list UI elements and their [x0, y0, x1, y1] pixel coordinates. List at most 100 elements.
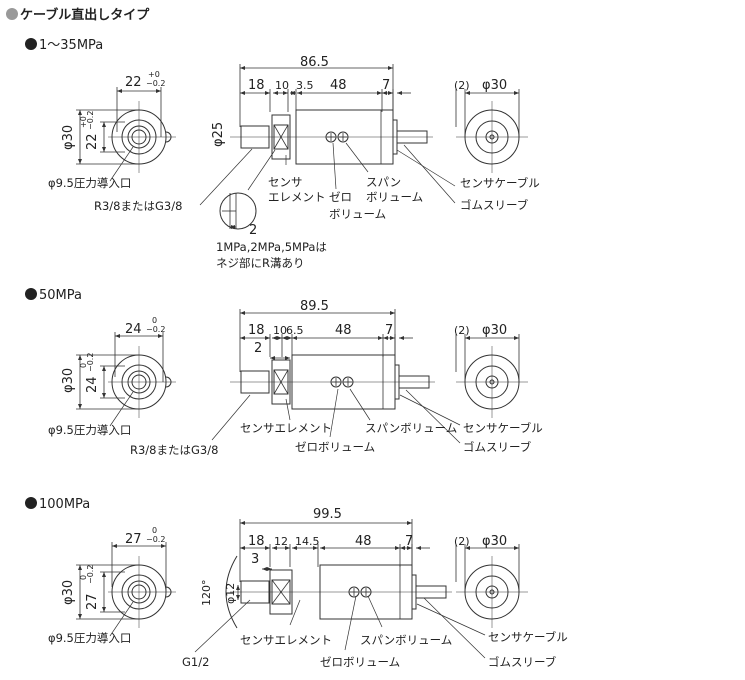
arrowhead — [78, 565, 82, 570]
arrowhead — [282, 336, 287, 340]
sensor-element-label: センサ — [268, 175, 303, 189]
arrowhead — [265, 91, 270, 95]
arrowhead — [78, 110, 82, 115]
arrowhead — [102, 607, 106, 612]
arrowhead — [240, 521, 245, 525]
zero-volume-label-2: ボリューム — [329, 207, 386, 221]
zero-volume-label: ゼロボリューム — [295, 440, 375, 454]
dim-10: 10 — [273, 324, 287, 337]
front-diameter-dim: φ30 — [61, 580, 76, 605]
front-width-dim: 24 — [125, 322, 142, 337]
arrowhead — [297, 91, 302, 95]
arrowhead — [399, 336, 404, 340]
dim-10: 10 — [275, 79, 289, 92]
r-groove-detail — [219, 192, 257, 230]
arrowhead — [102, 572, 106, 577]
arrowhead — [388, 91, 393, 95]
leader-line — [403, 144, 456, 204]
end-diameter-dim: φ30 — [482, 534, 507, 549]
leader-line — [194, 599, 251, 653]
drawing-shapes — [76, 64, 528, 659]
r-groove-note-2: ネジ部にR溝あり — [216, 256, 305, 270]
dim-48: 48 — [335, 323, 352, 338]
section-bullet-icon — [25, 288, 37, 300]
arrowhead — [407, 521, 412, 525]
step-dim: 2 — [254, 341, 262, 356]
section-bullet-icon — [25, 497, 37, 509]
arrowhead — [262, 567, 267, 571]
front-tol-lower: −0.2 — [146, 535, 165, 544]
dim-7: 7 — [385, 323, 393, 338]
span-volume-label: スパン — [366, 175, 401, 189]
arrowhead — [400, 546, 405, 550]
leader-line — [396, 149, 456, 187]
section-heading: 50MPa — [39, 288, 82, 303]
arrowhead — [156, 89, 161, 93]
front-diameter-dim: φ30 — [61, 368, 76, 393]
thread-label: G1/2 — [182, 655, 209, 669]
leader-line — [285, 398, 291, 421]
leader-line — [344, 595, 357, 651]
zero-volume-icon — [325, 131, 337, 143]
angle-dim: 120° — [200, 580, 213, 607]
section-bullet-icon — [25, 38, 37, 50]
arrowhead — [102, 122, 106, 127]
span-volume-label: スパンボリューム — [365, 421, 457, 435]
arrowhead — [117, 89, 122, 93]
span-volume-icon — [342, 376, 354, 388]
front-tol-lower: −0.2 — [146, 325, 165, 334]
arrowhead — [236, 585, 240, 590]
arrowhead — [292, 336, 297, 340]
arrowhead — [102, 393, 106, 398]
arrowhead — [78, 159, 82, 164]
end-gap-dim: (2) — [454, 324, 470, 337]
dim-6-5: 6.5 — [286, 324, 304, 337]
end-gap-dim: (2) — [454, 535, 470, 548]
arrowhead — [272, 546, 277, 550]
arrowhead — [514, 336, 519, 340]
arrowhead — [465, 546, 470, 550]
rubber-sleeve-label: ゴムスリーブ — [463, 440, 532, 454]
detail-dim: 2 — [249, 223, 257, 238]
arrowhead — [287, 336, 292, 340]
arrowhead — [514, 91, 519, 95]
thread-label: R3/8またはG3/8 — [130, 443, 218, 457]
zero-volume-icon — [330, 376, 342, 388]
leader-line — [345, 142, 369, 173]
arrowhead — [265, 546, 270, 550]
arrowhead — [277, 336, 282, 340]
arrowhead — [273, 91, 278, 95]
section-heading: 100MPa — [39, 497, 90, 512]
dim-12: 12 — [274, 535, 288, 548]
end-diameter-dim: φ30 — [482, 78, 507, 93]
arrowhead — [292, 546, 297, 550]
leader-line — [199, 148, 253, 206]
dim-48: 48 — [355, 534, 372, 549]
leader-line — [332, 142, 337, 190]
sensor-element-label: センサエレメント — [240, 421, 332, 435]
arrowhead — [285, 546, 290, 550]
front-tol-upper: 0 — [152, 526, 157, 535]
zero-volume-icon — [348, 586, 360, 598]
dim-18: 18 — [248, 534, 265, 549]
end-diameter-dim: φ30 — [482, 323, 507, 338]
arrowhead — [313, 546, 318, 550]
arrowhead — [390, 336, 395, 340]
span-volume-label-2: ボリューム — [366, 190, 423, 204]
arrowhead — [240, 66, 245, 70]
leader-line — [109, 391, 134, 427]
arrowhead — [397, 91, 402, 95]
arrowhead — [161, 544, 166, 548]
section-heading: 1～35MPa — [39, 38, 103, 53]
front-height-dim: 22 — [85, 133, 100, 150]
arrowhead — [236, 595, 240, 600]
arrowhead — [378, 336, 383, 340]
leader-line — [329, 388, 339, 438]
arrowhead — [285, 356, 290, 360]
sensor-cable-label: センサケーブル — [488, 630, 568, 644]
dim-14-5: 14.5 — [295, 535, 320, 548]
arrowhead — [514, 546, 519, 550]
front-tol-upper: 0 — [152, 316, 157, 325]
front-height-tol-lower: −0.2 — [86, 353, 95, 372]
